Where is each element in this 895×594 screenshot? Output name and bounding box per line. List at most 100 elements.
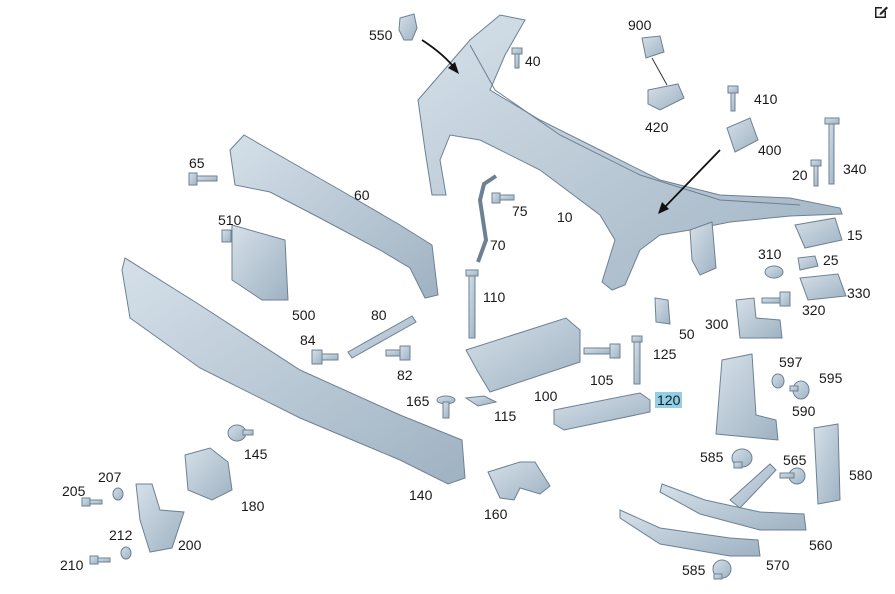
part-560-arm (729, 463, 777, 509)
part-20-bolt (810, 159, 822, 187)
callout-565[interactable]: 565 (783, 452, 807, 468)
part-410-bolt (727, 85, 739, 112)
part-25 (797, 255, 819, 271)
callout-160[interactable]: 160 (484, 506, 508, 522)
part-65-bolt (188, 172, 218, 186)
part-595-bolt (789, 380, 810, 400)
callout-60[interactable]: 60 (354, 187, 370, 203)
part-585-bolt-upper (731, 448, 753, 469)
callout-590[interactable]: 590 (792, 403, 816, 419)
part-560-strut (659, 483, 807, 531)
callout-40[interactable]: 40 (525, 53, 541, 69)
callout-550[interactable]: 550 (369, 27, 393, 43)
part-110-bolt (465, 269, 479, 339)
part-50 (654, 297, 671, 325)
part-82-bolt (385, 345, 411, 361)
callout-20[interactable]: 20 (792, 167, 808, 183)
part-300 (735, 297, 783, 339)
part-212-washer (120, 546, 132, 560)
callout-25[interactable]: 25 (823, 252, 839, 268)
callout-340[interactable]: 340 (843, 161, 867, 177)
callout-420[interactable]: 420 (645, 119, 669, 135)
part-60-rail (229, 134, 439, 299)
callout-585-lower[interactable]: 585 (682, 562, 706, 578)
callout-110[interactable]: 110 (483, 289, 506, 305)
callout-100[interactable]: 100 (534, 388, 558, 404)
callout-84[interactable]: 84 (300, 332, 316, 348)
callout-580[interactable]: 580 (849, 467, 873, 483)
callout-125[interactable]: 125 (653, 346, 677, 362)
part-15 (794, 217, 843, 249)
part-105-bolt (583, 343, 621, 359)
callout-82[interactable]: 82 (397, 367, 413, 383)
callout-570[interactable]: 570 (766, 557, 790, 573)
part-420 (647, 83, 685, 111)
callout-330[interactable]: 330 (847, 285, 871, 301)
part-40-bolt (511, 47, 523, 69)
part-330 (799, 273, 847, 301)
callout-50[interactable]: 50 (679, 326, 695, 342)
callout-560[interactable]: 560 (809, 537, 833, 553)
callout-75[interactable]: 75 (512, 203, 528, 219)
callout-900[interactable]: 900 (628, 17, 652, 33)
part-400 (726, 117, 759, 153)
callout-145[interactable]: 145 (244, 446, 268, 462)
callout-180[interactable]: 180 (241, 498, 265, 514)
callout-80[interactable]: 80 (371, 307, 387, 323)
callout-300[interactable]: 300 (705, 316, 729, 332)
part-340-bolt (824, 117, 840, 185)
part-165-bolt (436, 395, 456, 419)
callout-212[interactable]: 212 (109, 527, 133, 543)
callout-410[interactable]: 410 (754, 91, 778, 107)
part-160 (487, 461, 551, 501)
callout-510[interactable]: 510 (218, 212, 242, 228)
callout-207[interactable]: 207 (98, 469, 122, 485)
part-580 (813, 423, 841, 505)
callout-200[interactable]: 200 (178, 537, 202, 553)
callout-70[interactable]: 70 (490, 237, 506, 253)
part-200 (135, 483, 185, 553)
part-207-washer (112, 487, 124, 501)
part-125-bolt (631, 335, 643, 385)
callout-595[interactable]: 595 (819, 370, 843, 386)
part-550 (398, 13, 418, 41)
part-585-bolt-lower (712, 559, 732, 580)
callout-320[interactable]: 320 (802, 302, 826, 318)
part-70-pipe (476, 174, 498, 263)
part-500 (231, 224, 289, 301)
callout-140[interactable]: 140 (409, 487, 433, 503)
part-597-washer (771, 373, 785, 389)
callout-115[interactable]: 115 (494, 408, 517, 424)
part-10-leg-right (689, 221, 717, 276)
callout-585-upper[interactable]: 585 (700, 449, 724, 465)
part-900 (641, 35, 665, 59)
arrowhead-550 (448, 62, 459, 74)
arrow-400 (661, 149, 721, 211)
callout-500[interactable]: 500 (292, 307, 316, 323)
callout-210[interactable]: 210 (60, 557, 84, 573)
callout-15[interactable]: 15 (847, 227, 863, 243)
callout-597[interactable]: 597 (779, 354, 803, 370)
part-590 (715, 353, 779, 441)
part-570-strut (619, 509, 761, 557)
part-84-bolt (311, 349, 339, 365)
leader-900 (651, 57, 668, 86)
part-310-nut (764, 265, 784, 279)
part-145-bolt (227, 424, 254, 442)
part-100-crashbox (465, 317, 581, 393)
callout-10[interactable]: 10 (557, 209, 573, 225)
part-205-bolt (81, 497, 103, 507)
callout-120[interactable]: 120 (655, 392, 683, 408)
part-10-rib (469, 44, 801, 206)
callout-205[interactable]: 205 (62, 483, 86, 499)
callout-165[interactable]: 165 (406, 393, 430, 409)
part-80-rod (347, 315, 417, 359)
callout-105[interactable]: 105 (590, 372, 614, 388)
part-115-clips (464, 395, 498, 407)
part-140-beam (121, 257, 466, 485)
callout-310[interactable]: 310 (758, 246, 782, 262)
callout-65[interactable]: 65 (189, 155, 205, 171)
callout-400[interactable]: 400 (758, 142, 782, 158)
edit-icon[interactable] (873, 4, 889, 20)
